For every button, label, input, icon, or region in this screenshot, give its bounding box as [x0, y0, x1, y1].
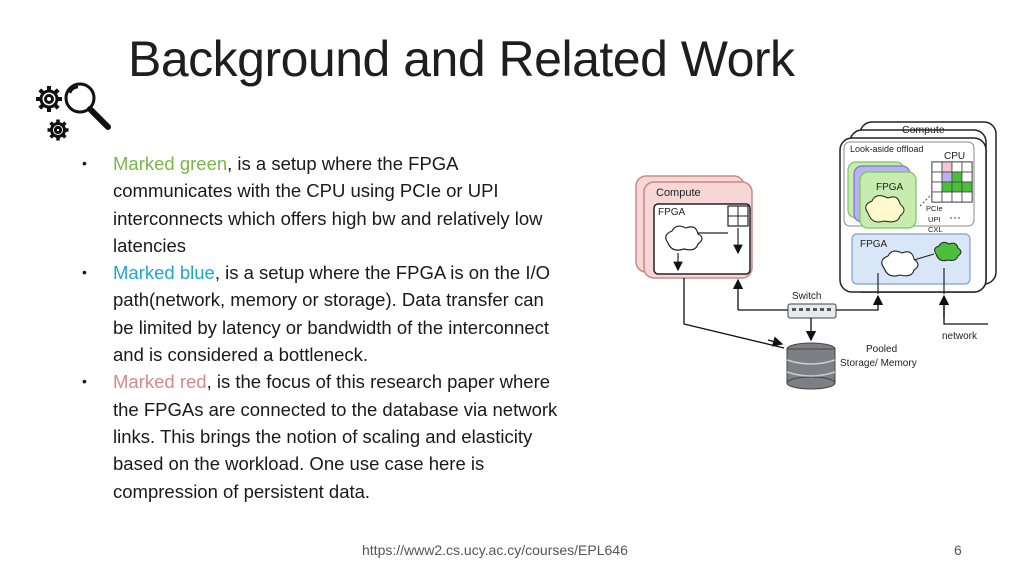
bullet-list: • Marked green, is a setup where the FPG…	[82, 150, 562, 505]
bullet-dot: •	[82, 155, 87, 171]
page-number: 6	[954, 542, 962, 558]
bullet-item-blue: • Marked blue, is a setup where the FPGA…	[82, 259, 562, 368]
left-compute-label: Compute	[656, 187, 701, 199]
storage-label-1: Pooled	[866, 344, 897, 355]
cpu-label: CPU	[944, 151, 965, 162]
link-cxl-label: CXL	[928, 225, 943, 234]
slide-title: Background and Related Work	[128, 31, 795, 87]
io-green-cloud-icon	[934, 241, 962, 262]
link-pcie-label: PCIe	[926, 204, 943, 213]
green-fpga-label: FPGA	[876, 182, 904, 193]
left-compute-node: Compute FPGA	[635, 175, 753, 279]
switch-label: Switch	[792, 291, 821, 302]
highlight-blue: Marked blue	[113, 262, 215, 284]
io-cloud-icon	[881, 250, 919, 277]
cpu-grid-icon	[931, 161, 973, 203]
highlight-red: Marked red	[113, 371, 207, 393]
storage-node: Pooled Storage/ Memory	[786, 342, 917, 390]
bullet-text: , is the focus of this research paper wh…	[113, 371, 558, 502]
gears-magnifier-icon	[36, 82, 111, 141]
storage-label-2: Storage/ Memory	[840, 358, 917, 369]
highlight-green: Marked green	[113, 153, 228, 174]
bullet-dot: •	[82, 264, 87, 281]
left-cloud-icon	[665, 225, 703, 251]
switch-node: Switch	[787, 291, 837, 319]
fpga-deployment-diagram: Compute FPGA Compute Look-aside offload …	[635, 121, 997, 390]
green-cloud-icon	[865, 195, 905, 223]
bullet-dot: •	[82, 373, 87, 390]
left-fpga-label: FPGA	[658, 207, 686, 218]
link-upi-label: UPI	[928, 215, 941, 224]
bullet-text: , is a setup where the FPGA is on the I/…	[113, 262, 551, 366]
bullet-text: , is a setup where the FPGA communicates…	[113, 153, 543, 256]
right-compute-label: Compute	[902, 124, 945, 136]
right-compute-node: Compute Look-aside offload FPGA CPU	[839, 121, 997, 294]
footer-url[interactable]: https://www2.cs.ucy.ac.cy/courses/EPL646	[362, 542, 628, 558]
io-fpga-label: FPGA	[860, 239, 888, 250]
bullet-item-green: • Marked green, is a setup where the FPG…	[82, 150, 562, 259]
bullet-item-red: • Marked red, is the focus of this resea…	[82, 368, 562, 504]
lookaside-label: Look-aside offload	[850, 144, 923, 154]
network-label: network	[942, 331, 978, 342]
